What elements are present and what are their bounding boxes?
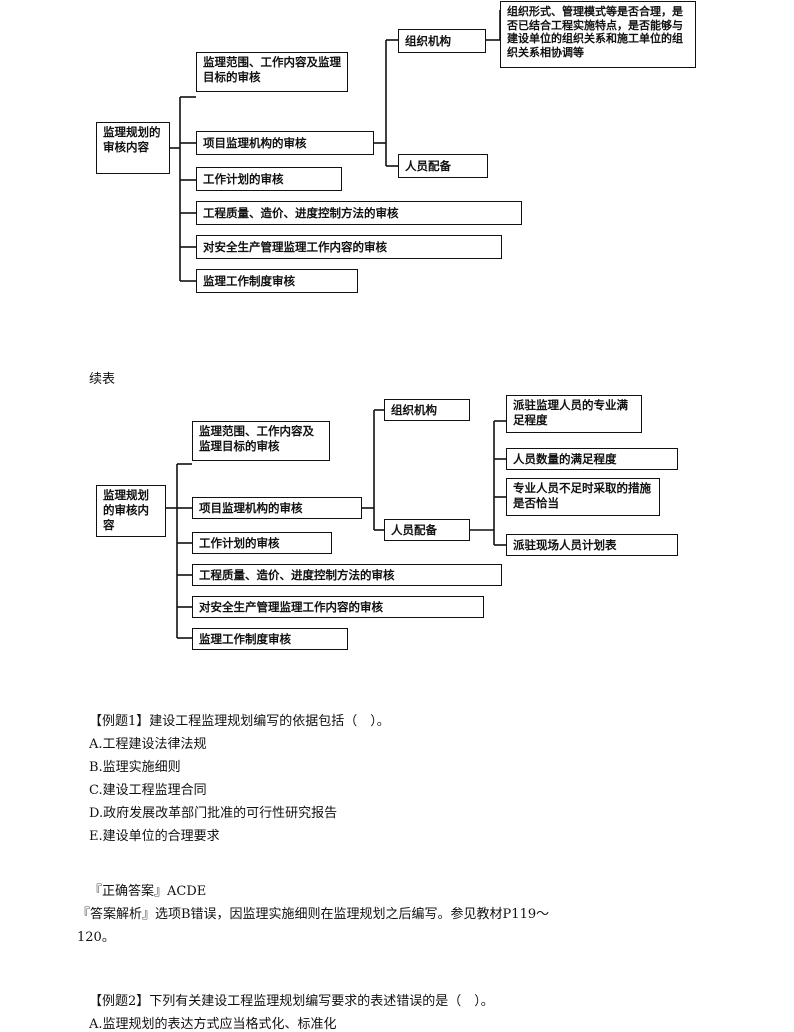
staff-box: 人员配备 xyxy=(384,519,470,541)
example1-question: 【例题1】建设工程监理规划编写的依据包括（ ）。 xyxy=(89,714,390,729)
branch-label: 项目监理机构的审核 xyxy=(199,500,303,515)
example1-option-d: D.政府发展改革部门批准的可行性研究报告 xyxy=(89,806,338,821)
diagram-1: 监理规划的审核内容 监理范围、工作内容及监理目标的审核 项目监理机构的审核 工作… xyxy=(0,0,794,310)
branch-label: 工作计划的审核 xyxy=(199,535,280,550)
branch-box-plan: 工作计划的审核 xyxy=(192,532,332,554)
example1-analysis-cont: 120。 xyxy=(77,930,115,945)
root-box: 监理规划的审核内容 xyxy=(96,485,166,537)
root-box: 监理规划的审核内容 xyxy=(96,122,170,174)
branch-label: 工程质量、造价、进度控制方法的审核 xyxy=(199,567,395,582)
example2-question: 【例题2】下列有关建设工程监理规划编写要求的表述错误的是（ ）。 xyxy=(89,994,494,1009)
org-label: 组织机构 xyxy=(405,33,451,48)
staff-item-label: 专业人员不足时采取的措施是否恰当 xyxy=(513,481,651,510)
branch-box-system: 监理工作制度审核 xyxy=(192,628,348,650)
org-note-box: 组织形式、管理模式等是否合理，是否已结合工程实施特点，是否能够与建设单位的组织关… xyxy=(500,1,696,68)
root-label: 监理规划的审核内容 xyxy=(103,125,161,154)
branch-box-plan: 工作计划的审核 xyxy=(196,167,342,191)
example1-option-e: E.建设单位的合理要求 xyxy=(89,829,220,844)
continued-caption: 续表 xyxy=(89,372,116,387)
staff-item-label: 人员数量的满足程度 xyxy=(513,451,617,466)
example1-option-c: C.建设工程监理合同 xyxy=(89,783,207,798)
branch-label: 对安全生产管理监理工作内容的审核 xyxy=(199,599,383,614)
org-box: 组织机构 xyxy=(384,399,470,421)
branch-label: 监理范围、工作内容及监理目标的审核 xyxy=(199,424,314,453)
branch-box-safety: 对安全生产管理监理工作内容的审核 xyxy=(196,235,502,259)
branch-box-system: 监理工作制度审核 xyxy=(196,269,358,293)
branch-box-scope: 监理范围、工作内容及监理目标的审核 xyxy=(196,52,348,92)
branch-label: 监理工作制度审核 xyxy=(199,631,291,646)
root-label: 监理规划的审核内容 xyxy=(103,488,149,532)
staff-item-label: 派驻监理人员的专业满足程度 xyxy=(513,398,628,427)
diagram-2-connectors xyxy=(166,409,506,639)
staff-item-box: 专业人员不足时采取的措施是否恰当 xyxy=(506,478,660,516)
example2-option-a: A.监理规划的表达方式应当格式化、标准化 xyxy=(89,1017,337,1032)
diagram-2: 监理规划的审核内容 监理范围、工作内容及监理目标的审核 项目监理机构的审核 工作… xyxy=(0,390,794,670)
staff-item-box: 派驻监理人员的专业满足程度 xyxy=(506,395,642,433)
branch-label: 工程质量、造价、进度控制方法的审核 xyxy=(203,205,399,220)
branch-box-org: 项目监理机构的审核 xyxy=(192,497,362,519)
branch-label: 对安全生产管理监理工作内容的审核 xyxy=(203,239,387,254)
branch-box-org: 项目监理机构的审核 xyxy=(196,131,374,155)
branch-box-control: 工程质量、造价、进度控制方法的审核 xyxy=(192,564,502,586)
example1-analysis: 『答案解析』选项B错误，因监理实施细则在监理规划之后编写。参见教材P119～ xyxy=(77,907,550,922)
staff-label: 人员配备 xyxy=(391,522,437,537)
branch-label: 项目监理机构的审核 xyxy=(203,135,307,150)
branch-box-safety: 对安全生产管理监理工作内容的审核 xyxy=(192,596,484,618)
branch-box-scope: 监理范围、工作内容及监理目标的审核 xyxy=(192,421,330,461)
example1-answer: 『正确答案』ACDE xyxy=(89,884,207,899)
org-box: 组织机构 xyxy=(398,29,486,53)
example1-option-a: A.工程建设法律法规 xyxy=(89,737,207,752)
branch-label: 监理范围、工作内容及监理目标的审核 xyxy=(203,55,341,84)
staff-item-box: 人员数量的满足程度 xyxy=(506,448,678,470)
staff-item-label: 派驻现场人员计划表 xyxy=(513,537,617,552)
staff-label: 人员配备 xyxy=(405,158,451,173)
branch-label: 监理工作制度审核 xyxy=(203,273,295,288)
org-label: 组织机构 xyxy=(391,402,437,417)
branch-label: 工作计划的审核 xyxy=(203,171,284,186)
org-note-text: 组织形式、管理模式等是否合理，是否已结合工程实施特点，是否能够与建设单位的组织关… xyxy=(507,5,683,59)
example1-option-b: B.监理实施细则 xyxy=(89,760,181,775)
branch-box-control: 工程质量、造价、进度控制方法的审核 xyxy=(196,201,522,225)
staff-box: 人员配备 xyxy=(398,154,488,178)
staff-item-box: 派驻现场人员计划表 xyxy=(506,534,678,556)
